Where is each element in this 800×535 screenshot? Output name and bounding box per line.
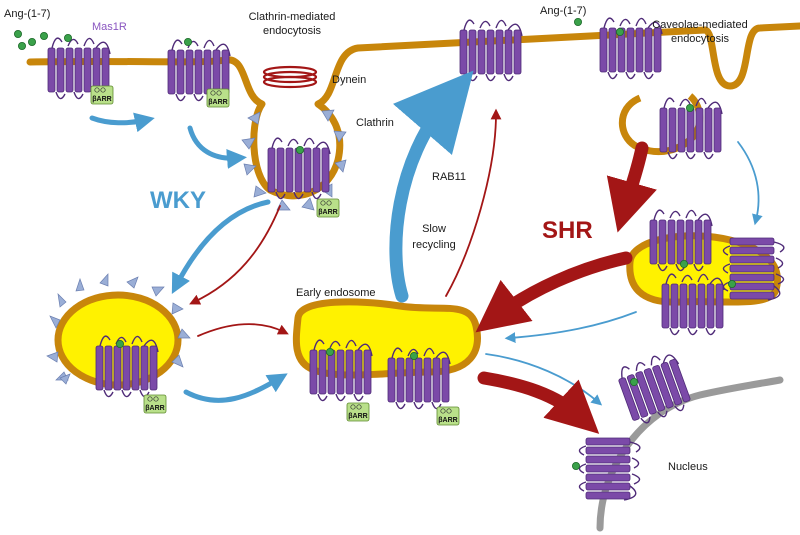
label-ang-right: Ang-(1-7) bbox=[540, 5, 586, 17]
label-caveolae-1: Caveolae-mediated bbox=[652, 19, 747, 31]
label-early-endosome: Early endosome bbox=[296, 287, 376, 299]
free-ligands-left bbox=[13, 29, 48, 50]
ligand-bound-10 bbox=[728, 279, 736, 289]
barr-label-2: βARR bbox=[208, 99, 227, 106]
arrow-blue-2 bbox=[187, 125, 247, 169]
arrow-red-to-nucleus bbox=[477, 371, 600, 434]
barr-label-8: βARR bbox=[438, 417, 457, 424]
receptor-surface-3 bbox=[459, 19, 523, 82]
arrow-blue-to-endosome bbox=[504, 311, 637, 343]
receptor-nucleus-2 bbox=[578, 437, 641, 501]
ligand-bound-4 bbox=[616, 27, 624, 36]
label-clathrin: Clathrin bbox=[356, 117, 394, 129]
label-slow-recycling-2: recycling bbox=[412, 239, 455, 251]
ligand-bound-2 bbox=[183, 38, 193, 46]
ligand-bound-9 bbox=[680, 259, 688, 269]
label-ang-left: Ang-(1-7) bbox=[4, 8, 50, 20]
label-nucleus: Nucleus bbox=[668, 461, 708, 473]
arrow-blue-caveolae bbox=[737, 141, 763, 226]
arrow-red-1 bbox=[189, 205, 281, 305]
shr-arrows bbox=[189, 108, 657, 434]
arrow-blue-4 bbox=[183, 373, 288, 403]
barr-label-1: βARR bbox=[92, 96, 111, 103]
label-caveolae-2: endocytosis bbox=[671, 33, 730, 45]
barr-label-3: βARR bbox=[318, 209, 337, 216]
arrow-red-slow-recycling bbox=[445, 108, 502, 297]
ligand-bound-3 bbox=[295, 145, 305, 155]
ligand-bound-6 bbox=[116, 339, 124, 349]
free-ligand-right bbox=[574, 17, 582, 27]
label-wky: WKY bbox=[150, 187, 206, 214]
dynein-ring bbox=[262, 65, 318, 89]
clathrin-pit-membrane bbox=[250, 101, 344, 200]
vesicle-clathrin-coat bbox=[46, 273, 191, 385]
arrow-blue-1 bbox=[89, 112, 155, 133]
ligand-bound-12 bbox=[572, 461, 580, 471]
label-slow-recycling-1: Slow bbox=[422, 223, 446, 235]
label-dynein: Dynein bbox=[332, 74, 366, 86]
arrow-red-to-endosome bbox=[475, 251, 633, 333]
ligand-bound-5 bbox=[686, 104, 694, 112]
ligand-bound-8 bbox=[409, 351, 419, 361]
arrow-blue-rab11 bbox=[389, 70, 474, 303]
arrow-blue-3 bbox=[171, 199, 271, 294]
arrow-red-caveolae bbox=[606, 141, 657, 233]
barr-label-7: βARR bbox=[348, 413, 367, 420]
wky-arrows bbox=[89, 70, 763, 406]
arrow-red-2 bbox=[197, 323, 289, 337]
label-rab11: RAB11 bbox=[432, 171, 466, 183]
ligand-bound-1 bbox=[64, 34, 72, 42]
clathrin-coat bbox=[241, 109, 347, 211]
ligand-bound-11 bbox=[630, 377, 638, 387]
ligand-bound-7 bbox=[325, 347, 335, 357]
label-clathrin-endocytosis-1: Clathrin-mediated bbox=[249, 11, 336, 23]
barr-label-6: βARR bbox=[145, 405, 164, 412]
label-shr: SHR bbox=[542, 217, 593, 244]
label-clathrin-endocytosis-2: endocytosis bbox=[263, 25, 322, 37]
label-mas1r: Mas1R bbox=[92, 21, 127, 33]
